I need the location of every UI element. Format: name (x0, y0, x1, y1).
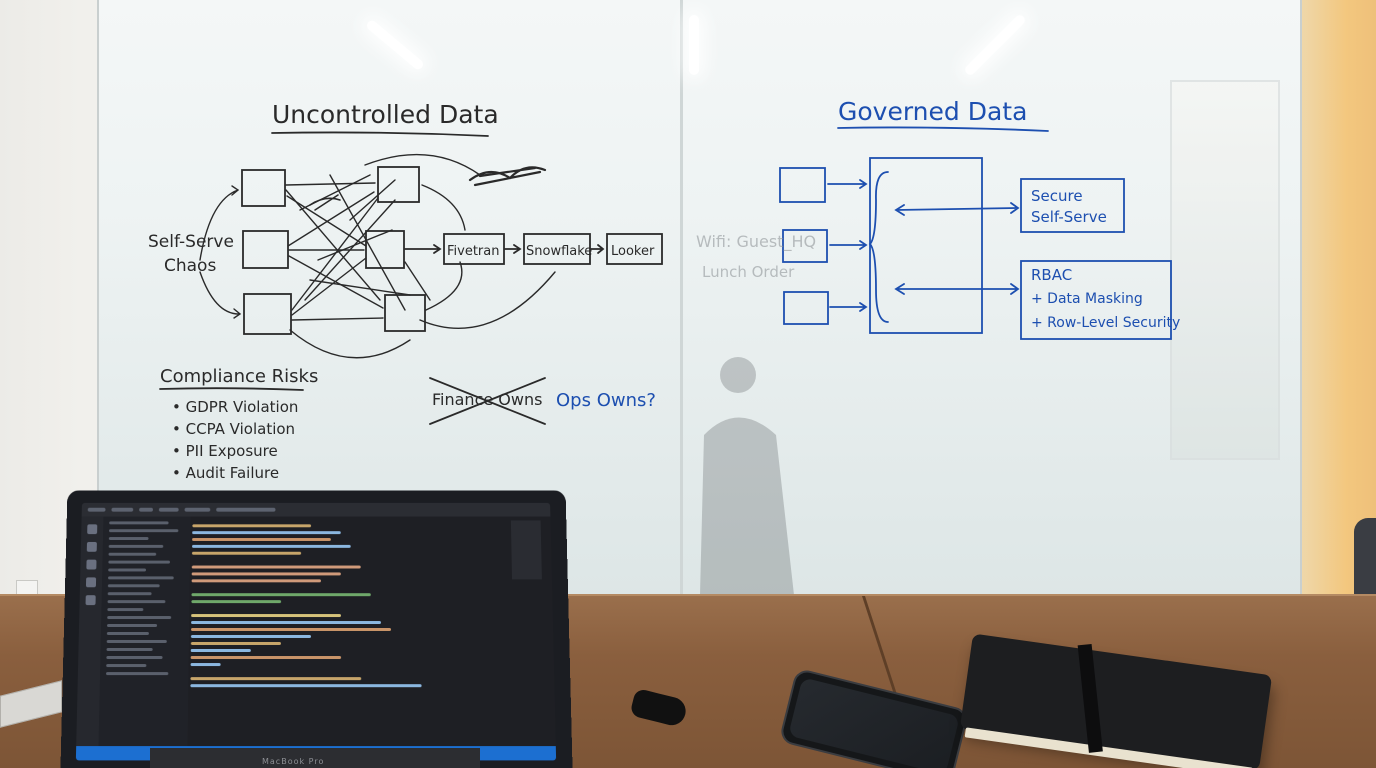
crossed-owner: Finance Owns (432, 390, 542, 409)
arrow (590, 244, 605, 254)
laptop (60, 490, 573, 768)
ownership-question: Ops Owns? (556, 390, 656, 411)
source-box (242, 230, 289, 269)
double-arrow (894, 202, 1020, 216)
rbac-box (1020, 260, 1172, 340)
extensions-icon (85, 595, 96, 606)
sunlit-wall (1302, 0, 1376, 598)
arrow (829, 302, 868, 312)
person-reflection (700, 357, 794, 595)
secure-label-line1: Secure (1031, 187, 1083, 205)
pipeline-label-snowflake: Snowflake (526, 244, 592, 259)
laptop-screen (75, 502, 557, 761)
scribble (309, 194, 341, 211)
compliance-item: • GDPR Violation (172, 398, 298, 416)
office-chair (1354, 518, 1376, 600)
arrow (827, 179, 868, 189)
minimap (510, 520, 542, 580)
strikethrough (429, 377, 546, 425)
files-icon (87, 524, 98, 535)
source-control-icon (86, 559, 97, 570)
hub-box (384, 294, 426, 332)
double-arrow (894, 283, 1020, 295)
compliance-item: • PII Exposure (172, 442, 278, 460)
window-reflection (1170, 80, 1280, 460)
notebook-elastic-band (1077, 643, 1103, 753)
arrow (504, 244, 522, 254)
tangled-connections (199, 153, 556, 359)
secure-label-line2: Self-Serve (1031, 208, 1107, 226)
pipeline-box-snowflake (523, 233, 591, 265)
rbac-label-line3: + Row-Level Security (1031, 315, 1180, 331)
whiteboard-seam (680, 0, 683, 598)
secure-self-serve-box (1020, 178, 1125, 233)
compliance-underline (159, 387, 304, 391)
governed-source-box (779, 167, 826, 203)
hub-box (365, 230, 405, 269)
brace (868, 171, 889, 323)
pipeline-box-fivetran (443, 233, 505, 265)
rbac-label-line2: + Data Masking (1031, 291, 1143, 307)
chaos-label-line1: Self-Serve (148, 232, 234, 252)
faded-note-wifi: Wifi: Guest_HQ (696, 232, 816, 252)
governance-layer-box (869, 157, 983, 334)
arrow (404, 244, 442, 254)
governed-source-box (783, 291, 829, 325)
compliance-item: • Audit Failure (172, 464, 279, 482)
code-editor (190, 520, 514, 746)
scribble (468, 166, 547, 187)
governed-source-box (782, 229, 828, 263)
left-title: Uncontrolled Data (272, 100, 499, 129)
file-explorer (98, 516, 191, 747)
search-icon (86, 541, 97, 552)
hub-box (377, 166, 420, 203)
pipeline-box-looker (606, 233, 663, 265)
compliance-item: • CCPA Violation (172, 420, 295, 438)
source-box (241, 169, 286, 207)
faded-note-lunch: Lunch Order (702, 263, 795, 281)
pipeline-label-fivetran: Fivetran (447, 244, 499, 259)
title-underline (271, 131, 489, 137)
rbac-label-line1: RBAC (1031, 266, 1072, 284)
right-title: Governed Data (838, 97, 1027, 126)
pipeline-label-looker: Looker (611, 244, 655, 259)
debug-icon (85, 577, 97, 588)
title-underline-governed (837, 126, 1049, 132)
chaos-label-line2: Chaos (164, 256, 216, 276)
laptop-label: MacBook Pro (262, 757, 325, 766)
laptop-hinge (150, 748, 480, 768)
source-box (243, 293, 292, 335)
editor-title-bar (81, 502, 551, 517)
compliance-heading: Compliance Risks (160, 366, 318, 387)
arrow (829, 240, 868, 250)
